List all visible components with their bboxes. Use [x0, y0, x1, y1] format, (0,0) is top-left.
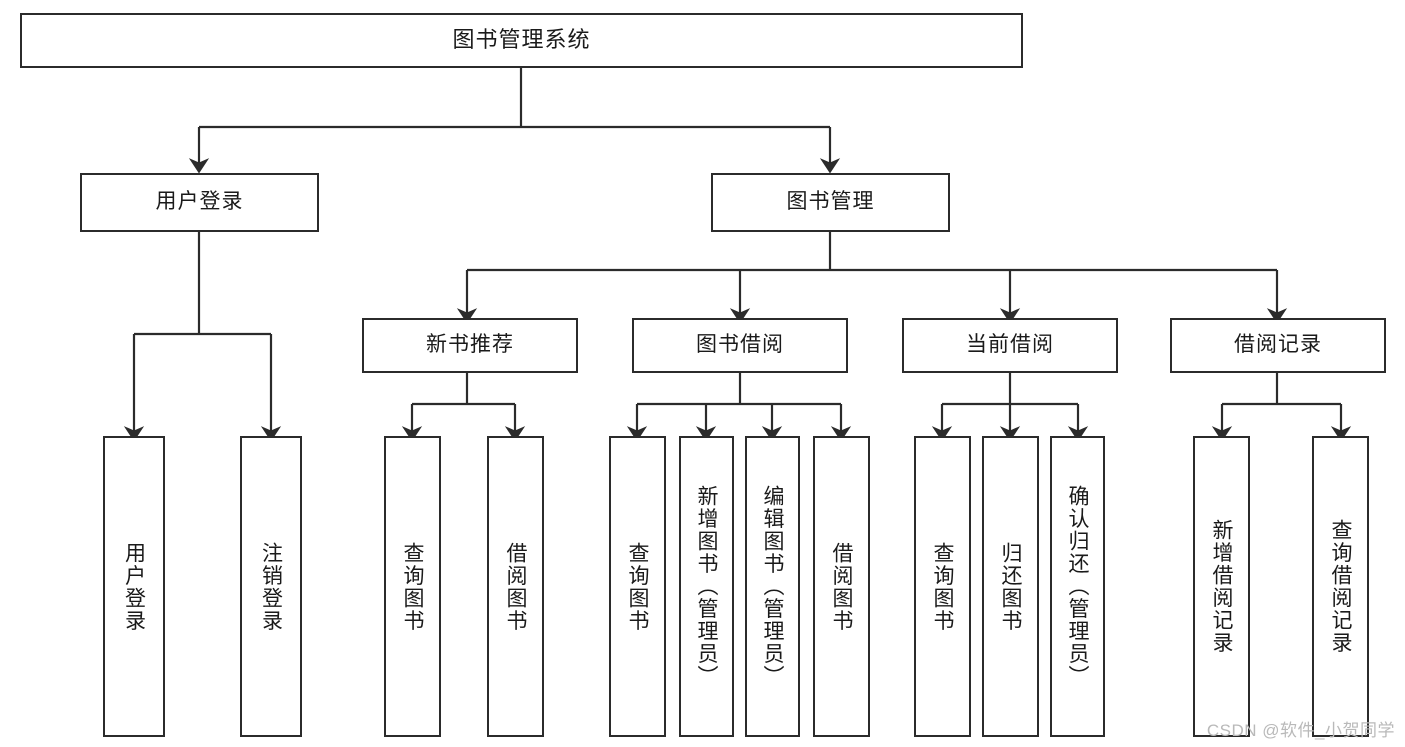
node-user-login-label: 用户登录 — [155, 190, 244, 214]
node-new-book-recommend-label: 新书推荐 — [426, 333, 514, 357]
node-leaf-add-book-label: 新增图书（管理员） — [695, 485, 718, 688]
node-leaf-logout-login[interactable]: 注销登录 — [240, 436, 302, 737]
node-leaf-user-login-label: 用户登录 — [122, 541, 146, 632]
node-leaf-query-book-1[interactable]: 查询图书 — [384, 436, 441, 737]
node-leaf-query-book-2-label: 查询图书 — [626, 541, 649, 632]
node-leaf-add-record-label: 新增借阅记录 — [1210, 519, 1233, 654]
node-leaf-query-record[interactable]: 查询借阅记录 — [1312, 436, 1369, 737]
node-borrow-record[interactable]: 借阅记录 — [1170, 318, 1386, 373]
node-leaf-borrow-book-2[interactable]: 借阅图书 — [813, 436, 870, 737]
node-leaf-confirm-return[interactable]: 确认归还（管理员） — [1050, 436, 1105, 737]
node-leaf-query-book-2[interactable]: 查询图书 — [609, 436, 666, 737]
node-book-borrow[interactable]: 图书借阅 — [632, 318, 848, 373]
node-leaf-return-book[interactable]: 归还图书 — [982, 436, 1039, 737]
node-leaf-query-record-label: 查询借阅记录 — [1329, 519, 1352, 654]
node-leaf-borrow-book-2-label: 借阅图书 — [830, 541, 853, 632]
node-current-borrow[interactable]: 当前借阅 — [902, 318, 1118, 373]
node-leaf-confirm-return-label: 确认归还（管理员） — [1066, 485, 1089, 688]
node-current-borrow-label: 当前借阅 — [966, 333, 1054, 357]
watermark: CSDN @软件_小贺同学 — [1206, 721, 1395, 740]
node-book-manage-label: 图书管理 — [786, 190, 875, 214]
node-book-borrow-label: 图书借阅 — [696, 333, 784, 357]
node-book-manage[interactable]: 图书管理 — [711, 173, 950, 232]
node-leaf-logout-login-label: 注销登录 — [259, 541, 283, 632]
node-leaf-add-book[interactable]: 新增图书（管理员） — [679, 436, 734, 737]
node-root-system[interactable]: 图书管理系统 — [20, 13, 1023, 68]
node-leaf-edit-book-label: 编辑图书（管理员） — [761, 485, 784, 688]
node-leaf-edit-book[interactable]: 编辑图书（管理员） — [745, 436, 800, 737]
node-leaf-add-record[interactable]: 新增借阅记录 — [1193, 436, 1250, 737]
node-root-system-label: 图书管理系统 — [452, 27, 591, 53]
node-leaf-query-book-3-label: 查询图书 — [931, 541, 954, 632]
node-leaf-return-book-label: 归还图书 — [999, 541, 1022, 632]
node-borrow-record-label: 借阅记录 — [1234, 333, 1322, 357]
node-leaf-borrow-book-1-label: 借阅图书 — [504, 541, 527, 632]
node-leaf-user-login[interactable]: 用户登录 — [103, 436, 165, 737]
node-user-login[interactable]: 用户登录 — [80, 173, 319, 232]
node-leaf-borrow-book-1[interactable]: 借阅图书 — [487, 436, 544, 737]
node-new-book-recommend[interactable]: 新书推荐 — [362, 318, 578, 373]
node-leaf-query-book-3[interactable]: 查询图书 — [914, 436, 971, 737]
node-leaf-query-book-1-label: 查询图书 — [401, 541, 424, 632]
